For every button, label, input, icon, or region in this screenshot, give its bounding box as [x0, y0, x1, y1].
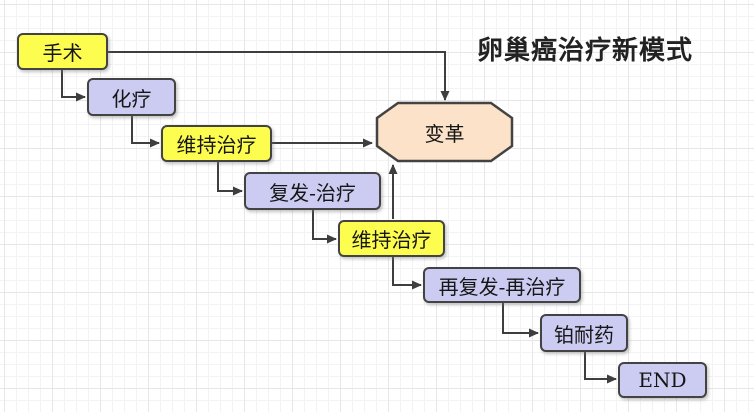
connector-re-relapse-to-platinum [502, 303, 539, 338]
node-platinum-resistance[interactable]: 铂耐药 [540, 314, 628, 352]
node-chemo-label: 化疗 [111, 86, 152, 111]
node-relapse-treatment-label: 复发-治疗 [269, 180, 356, 205]
connector-maintenance2-to-re-relapse [392, 257, 422, 290]
connector-platinum-to-end [584, 352, 617, 384]
node-change-label: 变革 [424, 121, 465, 146]
node-change-octagon[interactable] [375, 101, 514, 163]
node-surgery[interactable]: 手术 [17, 33, 108, 70]
node-relapse-treatment[interactable]: 复发-治疗 [244, 172, 381, 210]
diagram-title[interactable]: 卵巢癌治疗新模式 [477, 36, 694, 66]
node-maintenance-2-label: 维持治疗 [351, 228, 432, 252]
node-maintenance-1-label: 维持治疗 [176, 133, 257, 157]
node-surgery-label: 手术 [42, 41, 83, 65]
node-chemo[interactable]: 化疗 [87, 78, 176, 116]
node-platinum-resistance-label: 铂耐药 [554, 322, 614, 347]
node-maintenance-2[interactable]: 维持治疗 [338, 220, 445, 257]
node-maintenance-1[interactable]: 维持治疗 [161, 125, 272, 162]
connector-chemo-to-maintenance1 [131, 116, 160, 148]
node-end-label: END [638, 368, 687, 392]
node-re-relapse-re-treatment-label: 再复发-再治疗 [438, 274, 566, 299]
connector-maintenance1-to-relapse [217, 162, 243, 196]
node-end[interactable]: END [618, 362, 707, 398]
connector-surgery-to-chemo [61, 70, 86, 102]
connector-relapse-to-maintenance2 [312, 210, 337, 244]
node-re-relapse-re-treatment[interactable]: 再复发-再治疗 [423, 267, 581, 303]
